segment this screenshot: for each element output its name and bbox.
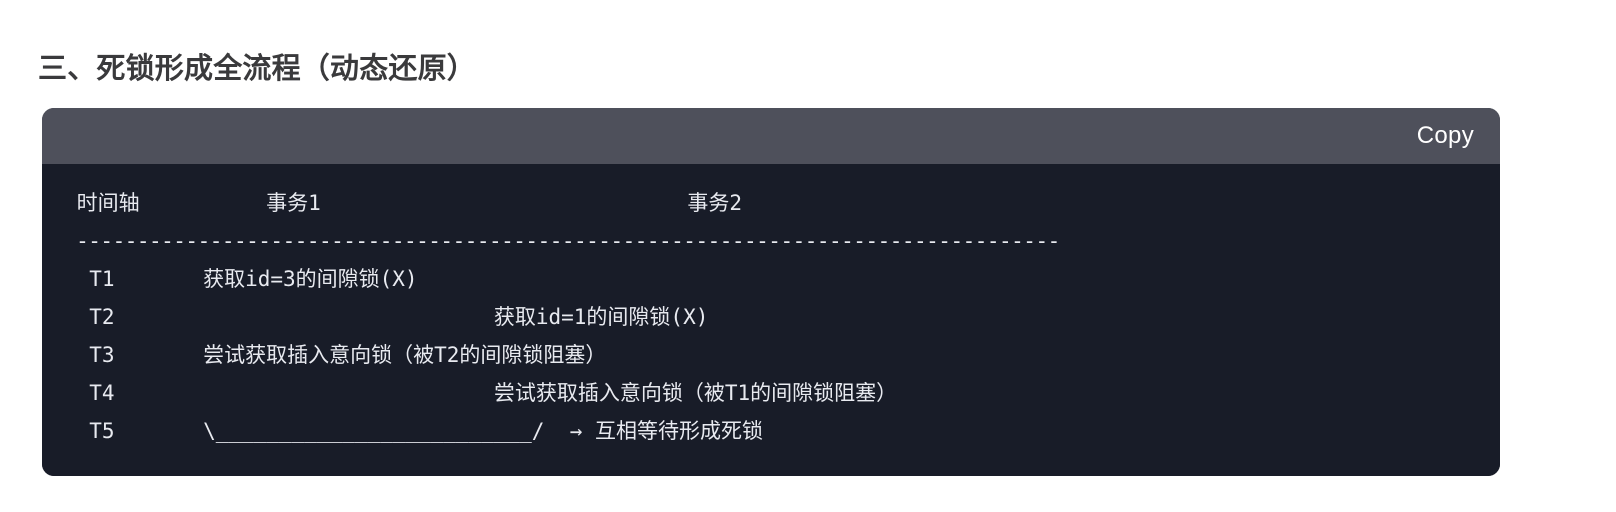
page-title: 三、死锁形成全流程（动态还原） — [38, 53, 477, 86]
code-content: 时间轴 事务1 事务2 ----------------------------… — [64, 184, 1478, 450]
code-line-t4: T4 尝试获取插入意向锁（被T1的间隙锁阻塞） — [64, 381, 898, 405]
code-block-body[interactable]: 时间轴 事务1 事务2 ----------------------------… — [42, 164, 1500, 476]
code-line-t2: T2 获取id=1的间隙锁(X) — [64, 305, 709, 329]
code-line-t3: T3 尝试获取插入意向锁（被T2的间隙锁阻塞） — [64, 343, 607, 367]
code-block-header: Copy — [42, 108, 1500, 164]
code-block: Copy 时间轴 事务1 事务2 -----------------------… — [42, 108, 1500, 476]
code-line-t1: T1 获取id=3的间隙锁(X) — [64, 267, 418, 291]
code-line-header: 时间轴 事务1 事务2 — [64, 191, 743, 215]
copy-button[interactable]: Copy — [1413, 122, 1478, 150]
code-line-t5: T5 \_________________________/ → 互相等待形成死… — [64, 419, 764, 443]
code-line-separator: ----------------------------------------… — [64, 229, 1060, 253]
